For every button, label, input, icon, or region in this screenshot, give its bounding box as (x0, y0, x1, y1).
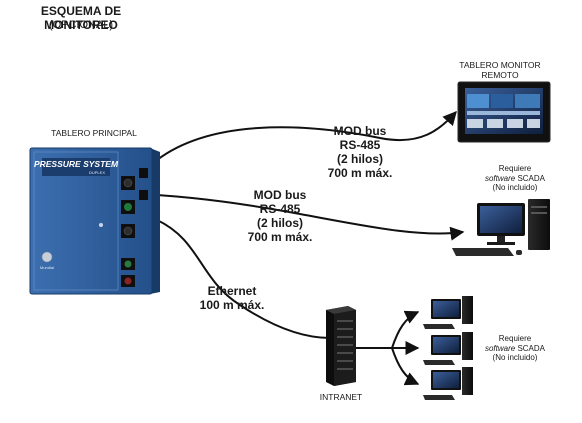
network-pcs-requirement: Requiere software SCADA (No incluido) (476, 334, 554, 363)
network-pc-1 (423, 296, 473, 329)
panel-switch-2 (139, 190, 148, 200)
link-intranet-line1: Ethernet (207, 284, 257, 298)
branch-arrow-top (391, 310, 420, 349)
remote-monitor-label-line1: TABLERO MONITOR (459, 60, 541, 70)
link-line-to-monitor (156, 110, 457, 161)
scada-pc (452, 199, 550, 256)
scada-pc-requirement: Requiere software SCADA (No incluido) (475, 164, 555, 193)
link-line-to-intranet (156, 219, 331, 339)
pc-tower-icon (528, 199, 550, 250)
link-monitor-line4: 700 m máx. (327, 166, 393, 180)
remote-monitor-panel (457, 81, 551, 143)
network-req-line1: Requiere (498, 334, 532, 343)
link-line-to-pc (156, 194, 465, 241)
link-pc-line3: (2 hilos) (256, 216, 303, 230)
link-monitor-line1: MOD bus (333, 124, 387, 138)
panel-logo-text: Mundial (40, 265, 54, 270)
link-monitor-line3: (2 hilos) (336, 152, 383, 166)
remote-monitor-label-line2: REMOTO (481, 70, 519, 80)
link-label-to-pc: MOD bus RS-485 (2 hilos) 700 m máx. (238, 188, 322, 244)
main-panel-cabinet: PRESSURE SYSTEM DUPLEX Mundial (29, 147, 160, 295)
scada-pc-req-line1: Requiere (498, 164, 532, 173)
link-intranet-line2: 100 m máx. (199, 298, 265, 312)
network-pc-2 (423, 332, 473, 365)
panel-brand-line1: PRESSURE SYSTEM (34, 159, 119, 169)
link-label-to-monitor: MOD bus RS-485 (2 hilos) 700 m máx. (318, 124, 402, 180)
panel-lock-icon (99, 223, 103, 227)
panel-brand-line2: DUPLEX (89, 170, 105, 175)
link-monitor-line2: RS-485 (339, 138, 381, 152)
link-pc-line1: MOD bus (253, 188, 307, 202)
diagram-subtitle: (OPCIONAL) (48, 19, 114, 31)
pc-mouse-icon (516, 250, 522, 255)
network-req-line3: (No incluido) (492, 353, 538, 362)
link-pc-line2: RS-485 (259, 202, 301, 216)
intranet-server (326, 306, 356, 386)
main-panel-label: TABLERO PRINCIPAL (51, 128, 137, 138)
branch-arrow-bottom (391, 347, 420, 386)
remote-monitor-label: TABLERO MONITOR REMOTO (446, 60, 554, 80)
network-pc-3 (423, 367, 473, 400)
scada-pc-req-software: software (484, 173, 516, 183)
link-pc-line4: 700 m máx. (247, 230, 313, 244)
network-req-software: software (484, 343, 516, 353)
scada-pc-req-scada: SCADA (515, 173, 546, 183)
pc-keyboard-icon (452, 248, 514, 256)
intranet-label: INTRANET (319, 392, 363, 402)
scada-pc-req-line3: (No incluido) (492, 183, 538, 192)
panel-logo-icon (41, 251, 53, 263)
panel-switch-1 (139, 168, 148, 178)
diagram-title: ESQUEMA DE MONITOREO (40, 4, 122, 32)
network-req-scada: SCADA (515, 343, 546, 353)
link-label-to-intranet: Ethernet 100 m máx. (192, 284, 272, 312)
